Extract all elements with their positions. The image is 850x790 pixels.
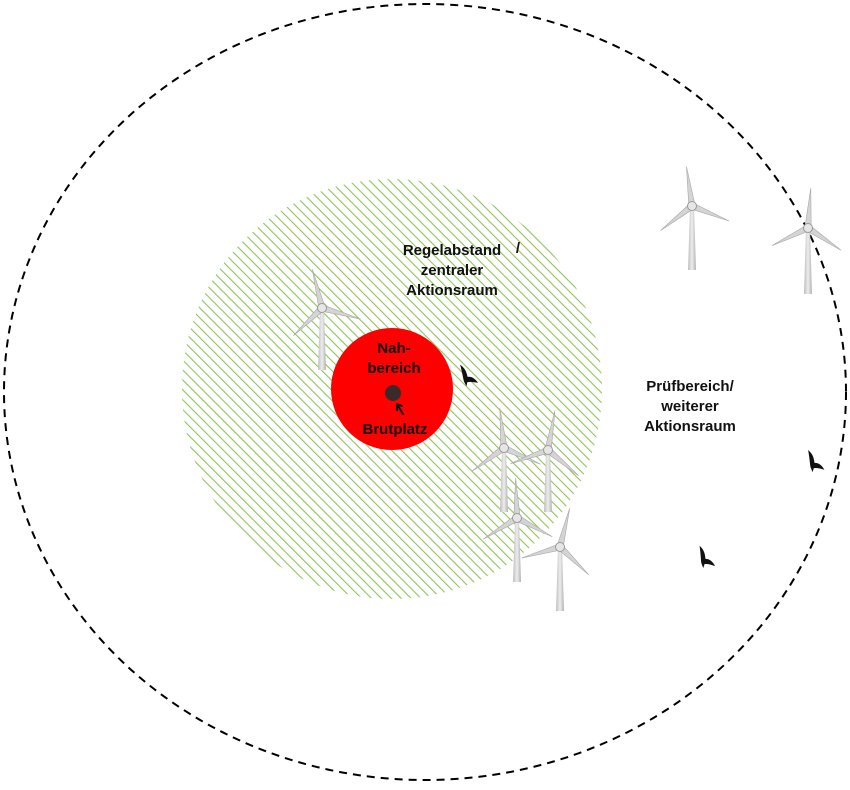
turbine-tower	[500, 448, 508, 512]
turbine-tower	[544, 450, 552, 512]
outer-zone-label-line1: Prüfbereich/	[646, 378, 734, 395]
wind-turbine-icon	[293, 269, 361, 370]
turbine-tower	[688, 206, 696, 270]
middle-zone-label-line1: Regelabstand	[403, 242, 501, 259]
turbine-tower	[318, 308, 326, 370]
wind-turbine-icon	[660, 166, 730, 270]
bird-of-prey-icon	[460, 364, 479, 387]
wind-turbine-icon	[482, 477, 553, 582]
turbine-blade	[804, 188, 812, 229]
turbine-hub	[317, 303, 327, 313]
wind-turbine-icon	[521, 508, 589, 611]
turbine-hub	[555, 542, 565, 552]
middle-zone-label-slash: /	[516, 240, 521, 257]
nest-marker	[385, 385, 401, 401]
wind-turbine-icon	[510, 410, 579, 512]
inner-zone-label-line1: Nah-	[377, 340, 410, 357]
turbine-tower	[513, 518, 521, 582]
outer-zone-circle	[3, 3, 847, 781]
outer-zone-label-line3: Aktionsraum	[644, 418, 736, 435]
bird-group	[460, 364, 825, 569]
turbine-tower	[804, 228, 812, 294]
nest-pointer-arrow	[396, 403, 404, 415]
turbine-hub	[512, 513, 522, 523]
bird-of-prey-icon	[808, 449, 825, 473]
wind-turbine-icon	[471, 408, 541, 512]
inner-zone-label-line2: bereich	[367, 360, 420, 377]
turbine-blade	[686, 166, 696, 207]
turbine-hub	[499, 443, 509, 453]
turbine-hub	[803, 223, 813, 233]
turbine-group	[293, 166, 842, 611]
turbine-tower	[556, 547, 564, 611]
middle-zone-label-line2: zentraler	[421, 262, 484, 279]
turbine-hub	[543, 445, 553, 455]
turbine-hub	[687, 201, 697, 211]
middle-zone-label-line3: Aktionsraum	[406, 282, 498, 299]
bird-of-prey-icon	[699, 545, 716, 569]
wind-turbine-icon	[771, 188, 842, 294]
outer-zone-label-line2: weiterer	[660, 398, 719, 415]
nest-label: Brutplatz	[363, 421, 428, 438]
